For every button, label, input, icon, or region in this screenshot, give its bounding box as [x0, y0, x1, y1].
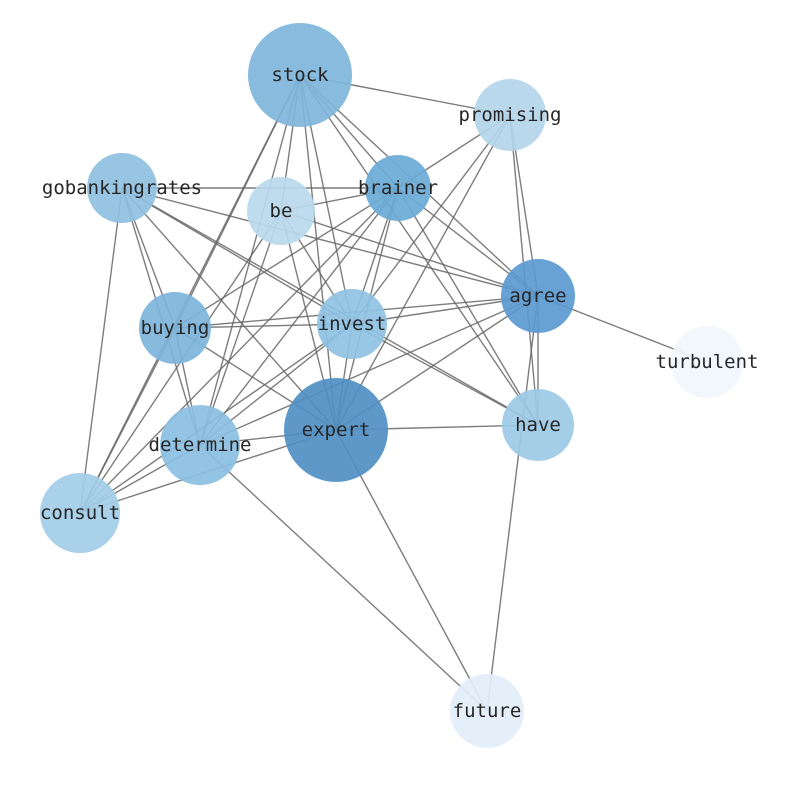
graph-node-determine[interactable]: [160, 405, 240, 485]
graph-node-be[interactable]: [247, 177, 315, 245]
graph-edge: [351, 114, 511, 325]
graph-edge: [174, 187, 399, 329]
graph-edge: [121, 187, 337, 431]
graph-edge: [121, 187, 539, 297]
graph-node-invest[interactable]: [317, 289, 387, 359]
graph-node-have[interactable]: [502, 389, 574, 461]
graph-edge: [79, 187, 399, 514]
graph-node-expert[interactable]: [284, 378, 388, 482]
graph-node-buying[interactable]: [139, 292, 211, 364]
graph-edge: [79, 74, 301, 514]
graph-edge: [280, 210, 539, 297]
graph-edge: [299, 74, 337, 431]
graph-edge: [199, 210, 282, 446]
graph-node-agree[interactable]: [501, 259, 575, 333]
graph-edge: [199, 444, 488, 712]
graph-edge: [486, 295, 539, 712]
graph-node-consult[interactable]: [40, 473, 120, 553]
graph-edge: [199, 74, 301, 446]
graph-node-future[interactable]: [450, 674, 524, 748]
graph-node-stock[interactable]: [248, 23, 352, 127]
graph-edge: [335, 429, 488, 712]
graph-edge: [121, 187, 353, 325]
node-layer: [40, 23, 743, 748]
graph-edge: [199, 295, 539, 446]
graph-edge: [79, 187, 123, 514]
graph-edge: [335, 114, 511, 431]
graph-node-gobankingrates[interactable]: [87, 153, 157, 223]
graph-edge: [299, 74, 539, 426]
graph-node-promising[interactable]: [474, 79, 546, 151]
graph-node-brainer[interactable]: [365, 155, 431, 221]
graph-node-turbulent[interactable]: [671, 326, 743, 398]
